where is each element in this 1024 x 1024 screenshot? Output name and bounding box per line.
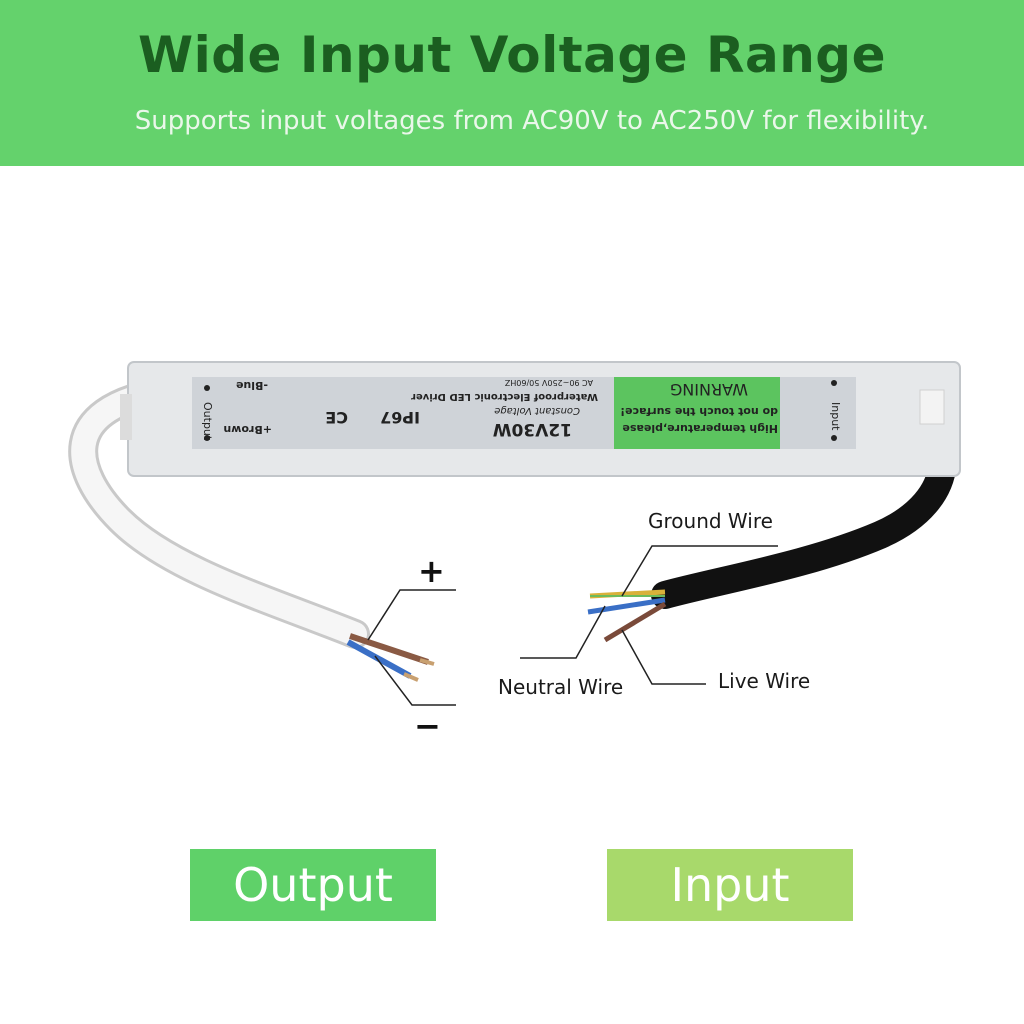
output-cable [71,380,367,646]
output-dot-bottom [204,435,210,441]
ground-leader-line [621,545,778,597]
label-text-group: High temperature,please do not touch the… [223,378,778,439]
minus-leader-line [374,655,456,706]
input-blue-wire [587,597,666,615]
script-text: Constant Voltage [494,405,580,416]
model-text: 12V30W [493,419,572,439]
ground-wire-label: Ground Wire [648,509,773,533]
ce-mark: CE [325,408,348,427]
output-neg: -Blue [236,379,268,392]
live-wire-label: Live Wire [718,669,810,693]
page-title: Wide Input Voltage Range [137,26,887,84]
input-brown-wire [603,601,667,643]
neutral-wire-label: Neutral Wire [498,675,623,699]
input-dot-top [831,380,837,386]
output-dot-top [204,385,210,391]
warning-panel [614,377,780,449]
warning-line2: do not touch the surface! [620,405,778,418]
output-pos: +Brown [223,423,272,436]
warning-title: WARNING [670,380,748,399]
output-tag: Output [190,849,436,921]
left-endcap [120,394,132,440]
plus-sign: + [418,552,445,590]
warning-line1: High temperature,please [622,422,778,435]
output-side-label: Output [201,402,214,441]
neutral-leader-line [520,605,606,659]
type-text: Waterproof Electronic LED Driver [411,391,598,402]
minus-sign: − [414,707,441,745]
page-subtitle: Supports input voltages from AC90V to AC… [134,106,930,136]
input-side-label: Input [829,402,842,431]
output-copper-ends [403,658,435,682]
blue-wire [346,639,412,679]
plus-leader-line [367,589,456,641]
product-diagram: High temperature,please do not touch the… [68,361,961,745]
live-leader-line [621,629,706,685]
brown-wire [349,633,429,665]
input-tag: Input [607,849,853,921]
input-dot-bottom [831,435,837,441]
right-endcap [919,389,945,425]
ip-rating: IP67 [380,408,420,427]
header-banner: Wide Input Voltage Range Supports input … [0,0,1024,166]
input-spec: AC 90~250V 50/60HZ [504,378,593,387]
